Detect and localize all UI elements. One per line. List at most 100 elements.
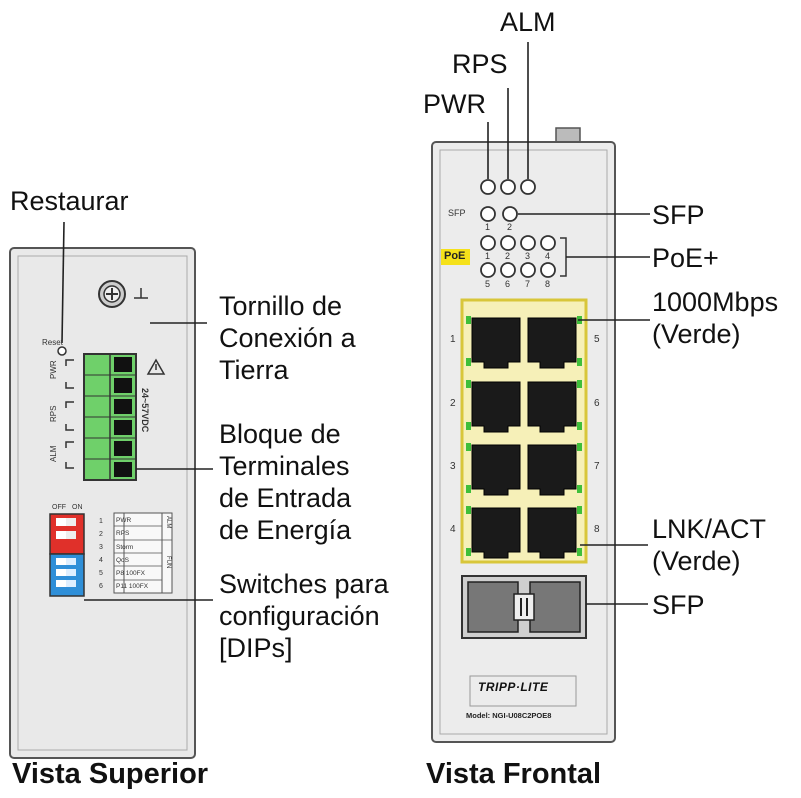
switches-line: Switches para xyxy=(219,569,389,599)
warning-icon xyxy=(146,358,166,375)
bloque-line: de Entrada xyxy=(219,483,352,513)
port-led xyxy=(466,485,471,493)
poe-number: 3 xyxy=(525,251,531,261)
caption-front-view: Vista Frontal xyxy=(426,758,602,790)
model-label: Model: NGI-U08C2POE8 xyxy=(466,711,552,720)
rj45-port xyxy=(527,381,577,433)
dip-off-label: OFF xyxy=(52,504,66,511)
pwr-label: PWR xyxy=(423,89,486,119)
speed-line: 1000Mbps xyxy=(652,287,779,317)
sfp-cage xyxy=(461,575,587,639)
port-led xyxy=(466,548,471,556)
sfp-led-2 xyxy=(502,206,518,222)
dip-row-label: PWR xyxy=(116,517,132,524)
port-led xyxy=(577,506,582,514)
port-led xyxy=(577,443,582,451)
poe-leds xyxy=(480,235,556,278)
rps-led xyxy=(500,179,516,195)
leader-lines xyxy=(61,42,650,605)
sfp-number: 1 xyxy=(485,222,491,232)
dip-number: 2 xyxy=(99,531,103,538)
tornillo-line: Conexión a xyxy=(219,323,356,353)
pwr-led xyxy=(480,179,496,195)
top-view-device xyxy=(9,247,196,759)
dip-number-list: 1 2 3 4 5 6 xyxy=(99,515,103,593)
dip-number: 6 xyxy=(99,583,103,590)
dip-row-label: P8 100FX xyxy=(116,570,145,578)
port-led xyxy=(577,358,582,366)
bloque-line: de Energía xyxy=(219,515,352,545)
port-number: 5 xyxy=(594,334,600,345)
dip-number: 3 xyxy=(99,544,103,551)
rj45-port xyxy=(527,507,577,559)
bloque-line: Terminales xyxy=(219,451,350,481)
sfp-led-label: SFP xyxy=(652,200,705,230)
poe-number: 1 xyxy=(485,251,491,261)
alm-led xyxy=(520,179,536,195)
reset-small-label: Reset xyxy=(42,338,63,347)
poe-label: PoE+ xyxy=(652,243,719,273)
port-number: 6 xyxy=(594,398,600,409)
dip-row-label: QoS xyxy=(116,556,130,564)
poe-number: 4 xyxy=(545,251,551,261)
port-number: 3 xyxy=(450,461,456,472)
port-number: 2 xyxy=(450,398,456,409)
dip-row-label: P11 100FX xyxy=(116,583,149,591)
restaurar-label: Restaurar xyxy=(10,186,129,216)
port-led xyxy=(577,548,582,556)
dip-row-list: PWR RPS Storm QoS P8 100FX P11 100FX xyxy=(116,514,148,594)
dip-number: 1 xyxy=(99,518,103,525)
rj45-port xyxy=(471,507,521,559)
switches-line: [DIPs] xyxy=(219,633,293,663)
switches-label: Switches para configuración [DIPs] xyxy=(219,568,389,664)
lnk-line: (Verde) xyxy=(652,546,741,576)
ground-screw-icon xyxy=(98,280,126,308)
port-led xyxy=(466,506,471,514)
lnk-line: LNK/ACT xyxy=(652,514,767,544)
port-led xyxy=(466,380,471,388)
front-view-device xyxy=(431,127,616,743)
dip-number: 4 xyxy=(99,557,103,564)
port-led xyxy=(466,443,471,451)
caption-top-view: Vista Superior xyxy=(12,758,209,790)
dip-group-alm: ALM xyxy=(165,516,171,529)
dip-group-fun: FUN xyxy=(165,556,171,569)
bloque-line: Bloque de xyxy=(219,419,341,449)
poe-badge: PoE xyxy=(444,250,466,262)
dip-row-label: Storm xyxy=(116,543,134,551)
port-number: 4 xyxy=(450,524,456,535)
brand-logo: TRIPP·LITE xyxy=(478,680,549,694)
rps-label: RPS xyxy=(452,49,508,79)
port-led xyxy=(577,380,582,388)
bloque-label: Bloque de Terminales de Entrada de Energ… xyxy=(219,418,351,546)
port-number: 1 xyxy=(450,334,456,345)
dip-switch-block xyxy=(49,513,85,597)
port-number: 7 xyxy=(594,461,600,472)
dip-row-label: RPS xyxy=(116,530,130,538)
poe-number: 6 xyxy=(505,279,511,289)
dip-table xyxy=(113,512,173,594)
alm-small-label: ALM xyxy=(49,445,58,462)
terminal-block xyxy=(83,353,137,481)
rj45-port xyxy=(527,444,577,496)
rj45-ports xyxy=(466,316,582,559)
port-led xyxy=(577,485,582,493)
poe-number: 2 xyxy=(505,251,511,261)
speed-line: (Verde) xyxy=(652,319,741,349)
port-led xyxy=(466,316,471,324)
poe-number: 5 xyxy=(485,279,491,289)
rps-small-label: RPS xyxy=(49,405,58,422)
sfp-small-label: SFP xyxy=(448,208,466,218)
port-led xyxy=(466,422,471,430)
alm-label: ALM xyxy=(500,7,556,37)
port-led xyxy=(577,422,582,430)
voltage-label: 24~57VDC xyxy=(140,388,150,433)
switches-line: configuración xyxy=(219,601,380,631)
tornillo-line: Tierra xyxy=(219,355,289,385)
sfp-number: 2 xyxy=(507,222,513,232)
port-led xyxy=(466,358,471,366)
rj45-port xyxy=(471,381,521,433)
dip-on-label: ON xyxy=(72,504,83,511)
poe-number: 8 xyxy=(545,279,551,289)
